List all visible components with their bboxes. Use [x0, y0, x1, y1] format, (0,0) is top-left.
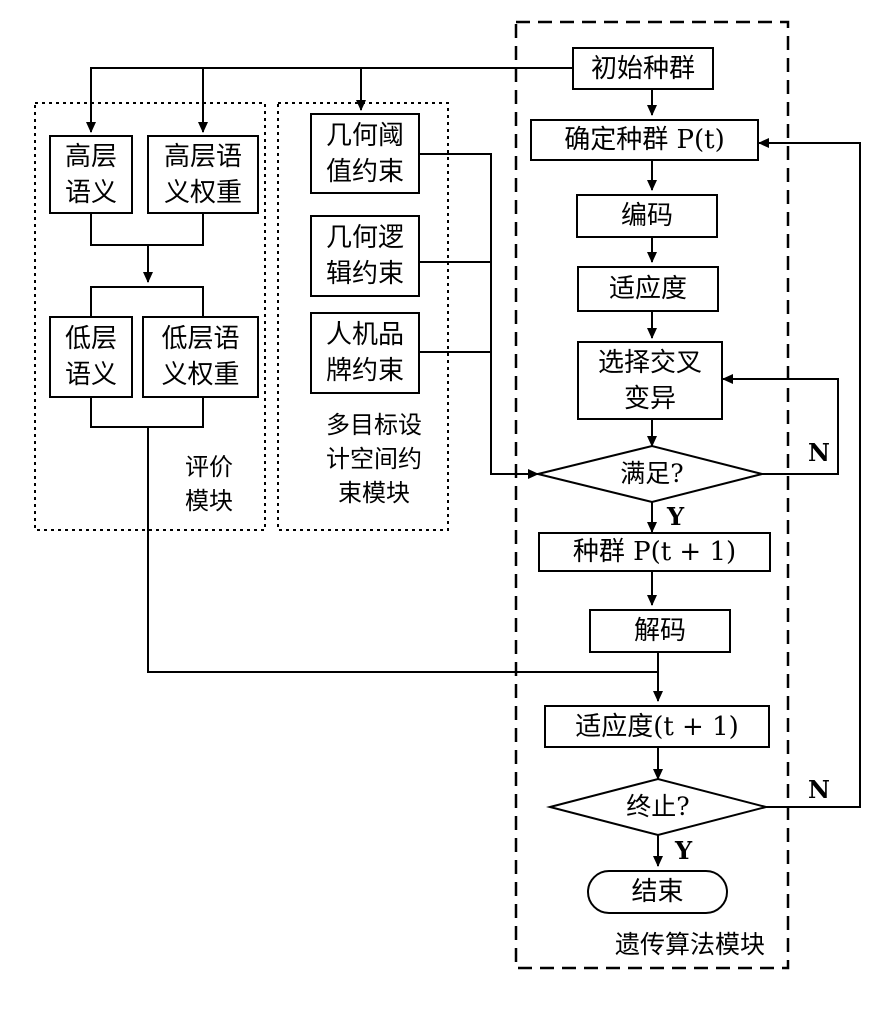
fitness-next-box: 适应度(t + 1): [544, 705, 770, 748]
terminate-diamond: [546, 777, 770, 837]
terminate-no-label: N: [808, 775, 830, 804]
terminate-label: 终止?: [626, 792, 690, 821]
human-machine-brand-box: 人机品 牌约束: [310, 312, 420, 394]
select-crossover-mutate-box: 选择交叉 变异: [577, 341, 723, 420]
initial-population-box: 初始种群: [572, 47, 714, 90]
eval-to-decode-line: [147, 427, 658, 673]
satisfied-no-loop-line: [722, 374, 839, 475]
low-merge-line: [90, 398, 204, 428]
terminate-no-loop-line: [758, 138, 861, 808]
determine-population-box: 确定种群 P(t): [530, 119, 759, 161]
evaluation-module-border: [34, 102, 266, 531]
end-terminal: 结束: [587, 870, 728, 914]
low-semantic-box: 低层 语义: [49, 316, 133, 398]
init-to-modules-line: [86, 67, 572, 133]
encode-box: 编码: [576, 194, 718, 238]
threshold-to-satisfied-line: [420, 153, 539, 479]
satisfied-no-label: N: [808, 438, 830, 467]
decode-box: 解码: [589, 609, 731, 653]
evaluation-module-label: 评价 模块: [185, 453, 233, 515]
constraint-module-label: 多目标设 计空间约 束模块: [326, 411, 422, 507]
low-semantic-weight-box: 低层语 义权重: [142, 316, 259, 398]
low-split-line: [90, 286, 204, 316]
satisfied-yes-label: Y: [667, 502, 685, 531]
terminate-yes-label: Y: [675, 836, 693, 865]
geometric-threshold-box: 几何阈 值约束: [310, 113, 420, 194]
fitness-box: 适应度: [577, 266, 719, 312]
satisfied-diamond: [537, 444, 763, 504]
population-next-box: 种群 P(t + 1): [538, 532, 771, 572]
high-semantic-box: 高层 语义: [49, 135, 133, 214]
ga-module-border: [514, 20, 790, 970]
high-merge-line: [90, 214, 204, 246]
ga-module-label: 遗传算法模块: [614, 930, 765, 959]
satisfied-label: 满足?: [620, 459, 684, 488]
high-semantic-weight-box: 高层语 义权重: [147, 135, 259, 214]
geometric-logic-box: 几何逻 辑约束: [310, 215, 420, 297]
